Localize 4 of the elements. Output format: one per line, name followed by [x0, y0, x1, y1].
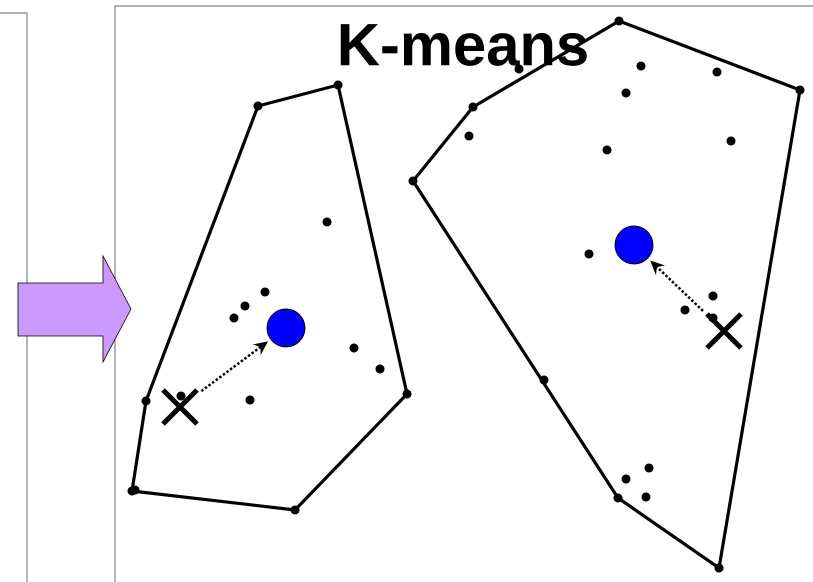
centroid [266, 308, 306, 348]
centroid [614, 226, 654, 264]
cross-mark [704, 312, 744, 350]
cross-mark [160, 388, 200, 426]
